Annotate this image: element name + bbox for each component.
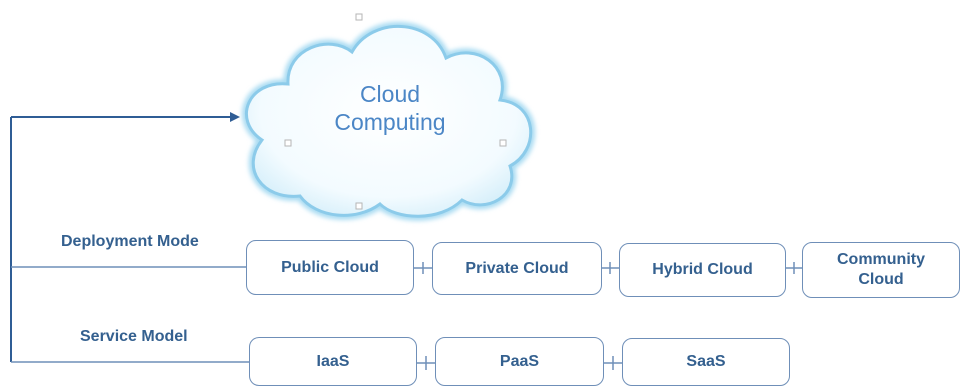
cloud-title-line1: Cloud bbox=[359, 81, 421, 107]
cloud-selection-handles bbox=[284, 13, 507, 210]
iaas-box: IaaS bbox=[249, 337, 417, 386]
saas-box: SaaS bbox=[622, 338, 790, 386]
cloud-title-line2: Computing bbox=[334, 109, 446, 135]
service-model-label: Service Model bbox=[80, 328, 188, 345]
arrow-head bbox=[230, 112, 240, 122]
private-cloud-box: Private Cloud bbox=[432, 242, 602, 295]
paas-box: PaaS bbox=[435, 337, 604, 386]
hybrid-cloud-box: Hybrid Cloud bbox=[619, 243, 786, 297]
community-cloud-box: Community Cloud bbox=[802, 242, 960, 298]
deployment-mode-label: Deployment Mode bbox=[61, 233, 199, 250]
cloud-shape bbox=[241, 22, 536, 221]
cloud-title: Cloud Computing bbox=[330, 80, 450, 136]
public-cloud-box: Public Cloud bbox=[246, 240, 414, 295]
